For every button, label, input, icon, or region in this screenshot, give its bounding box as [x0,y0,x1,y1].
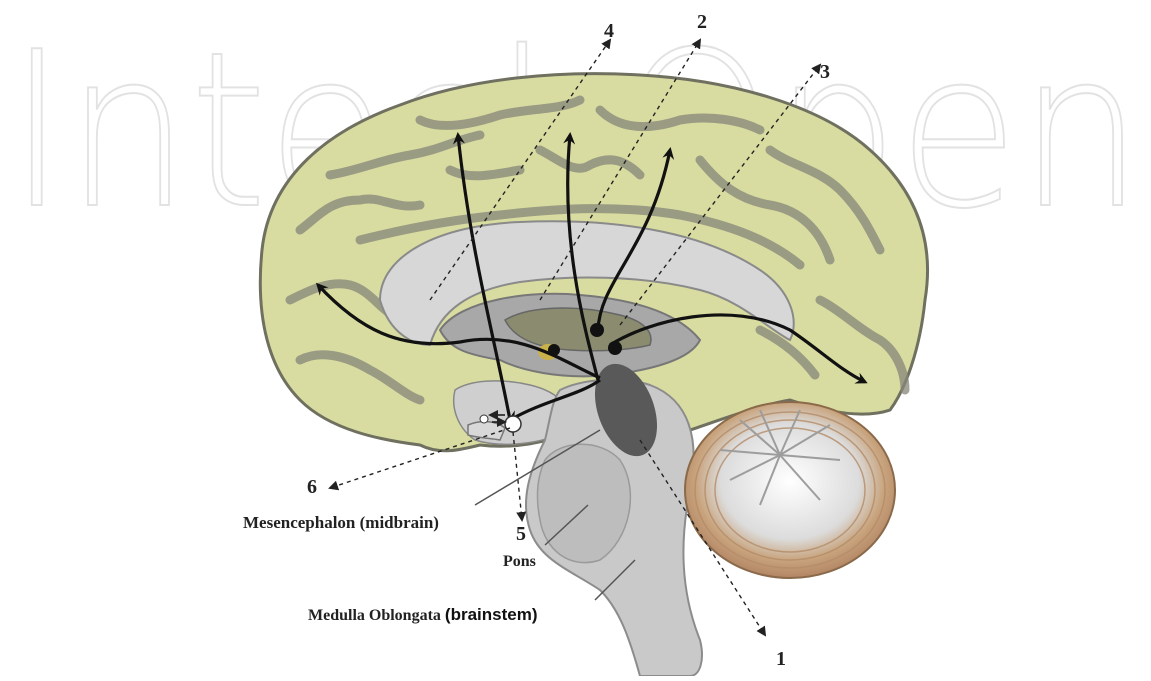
number-6: 6 [307,476,317,498]
cerebellum [685,402,895,578]
number-3: 3 [820,61,830,83]
node-b [608,341,622,355]
node-a [590,323,604,337]
node-white-small [480,415,488,423]
label-pons: Pons [503,553,536,570]
number-4: 4 [604,20,614,42]
number-5: 5 [516,523,526,545]
label-medulla: Medulla Oblongata (brainstem) [308,605,537,624]
node-c [548,344,560,356]
number-1: 1 [776,648,786,670]
label-mesencephalon: Mesencephalon (midbrain) [243,513,439,532]
number-2: 2 [697,11,707,33]
label-medulla-brainstem: (brainstem) [445,605,538,624]
label-medulla-name: Medulla Oblongata [308,607,445,624]
